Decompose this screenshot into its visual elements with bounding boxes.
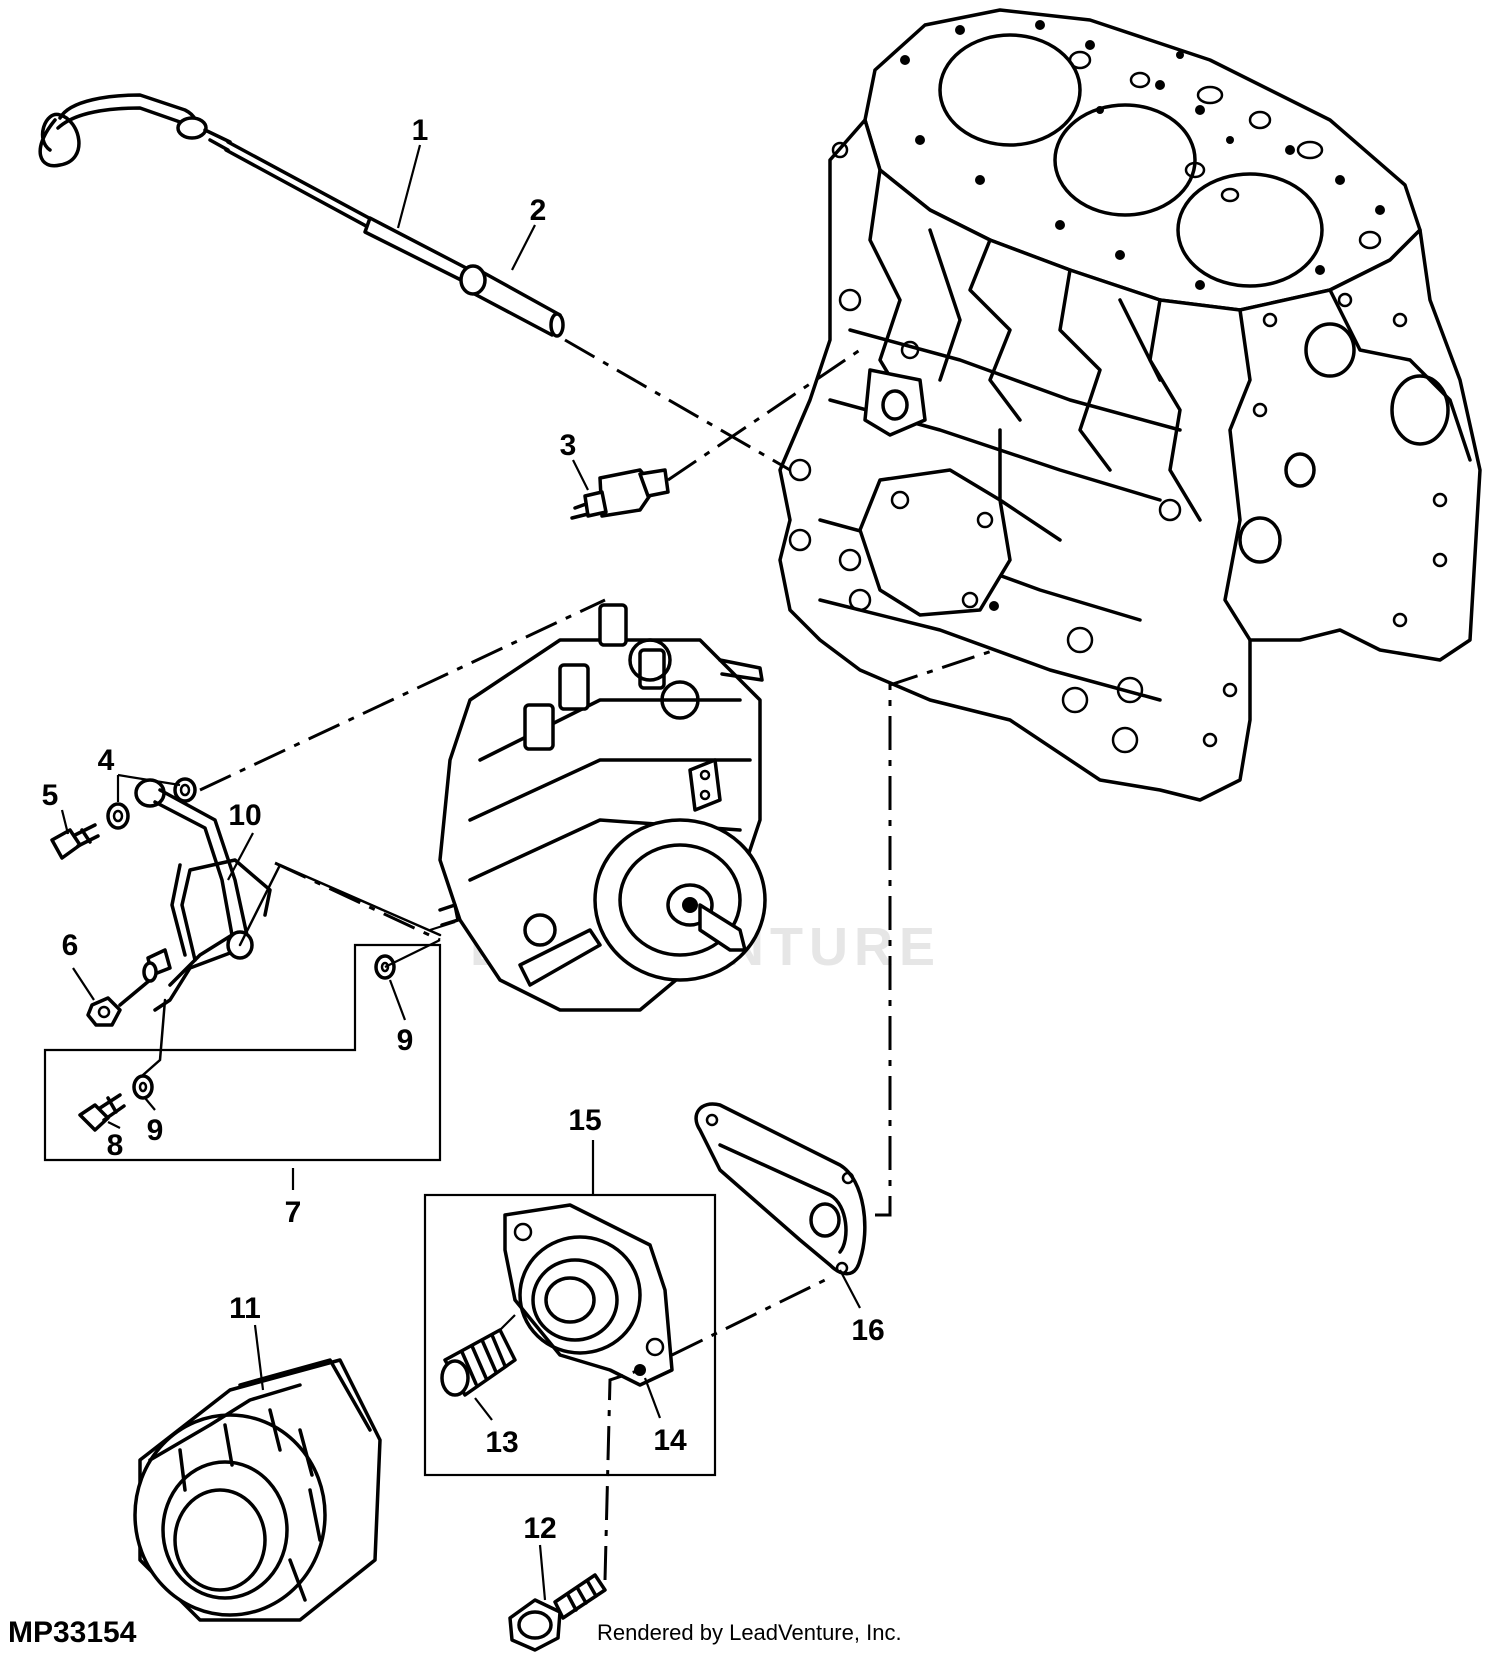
oil-line (134, 778, 272, 1012)
oil-filter (133, 1358, 382, 1622)
callout-10: 10 (228, 799, 261, 832)
callout-leaders (60, 144, 861, 1601)
oil-pressure-switch (570, 468, 670, 520)
callout-1: 1 (412, 114, 429, 147)
leader-pump (199, 598, 606, 792)
callout-5: 5 (42, 779, 59, 812)
washer-9b (132, 1074, 154, 1100)
callout-11: 11 (229, 1292, 261, 1325)
dipstick (38, 93, 472, 284)
callout-4: 4 (98, 744, 115, 777)
callout-14: 14 (653, 1424, 687, 1457)
bracket-hardware (142, 948, 172, 983)
dipstick-guide-tube (459, 264, 565, 338)
callout-7: 7 (285, 1196, 302, 1229)
engine-block (778, 8, 1482, 802)
washer-4a (106, 802, 130, 830)
threaded-nipple-13 (440, 1328, 517, 1397)
kit-box-7 (43, 920, 456, 1162)
callout-2: 2 (530, 194, 547, 227)
nut-6 (86, 978, 152, 1027)
leader-gasket (875, 648, 996, 1217)
kit-box-15 (423, 1193, 717, 1477)
leader-switch (667, 348, 861, 482)
flange-bolt (508, 1573, 607, 1652)
credit-text: Rendered by LeadVenture, Inc. (597, 1620, 902, 1645)
figure-code: MP33154 (8, 1616, 137, 1649)
callout-9b: 9 (147, 1114, 164, 1147)
callout-6: 6 (62, 929, 79, 962)
gasket (694, 1102, 867, 1276)
callout-3: 3 (560, 429, 577, 462)
leader-dipstick (564, 338, 791, 472)
injection-pump (438, 603, 767, 1012)
callout-16: 16 (851, 1314, 884, 1347)
callout-13: 13 (485, 1426, 518, 1459)
callout-15: 15 (568, 1104, 601, 1137)
callout-8: 8 (107, 1129, 124, 1162)
leader-bolt (603, 1368, 641, 1581)
callout-9a: 9 (397, 1024, 414, 1057)
filter-base (503, 1203, 674, 1387)
callouts: 1 2 3 4 5 6 7 8 9 9 10 11 12 13 14 15 16 (42, 114, 885, 1545)
leader-base (671, 1278, 826, 1357)
bolt-8 (78, 1093, 126, 1132)
washer-4b (173, 777, 197, 803)
bolt-5 (50, 823, 100, 860)
callout-12: 12 (523, 1512, 556, 1545)
